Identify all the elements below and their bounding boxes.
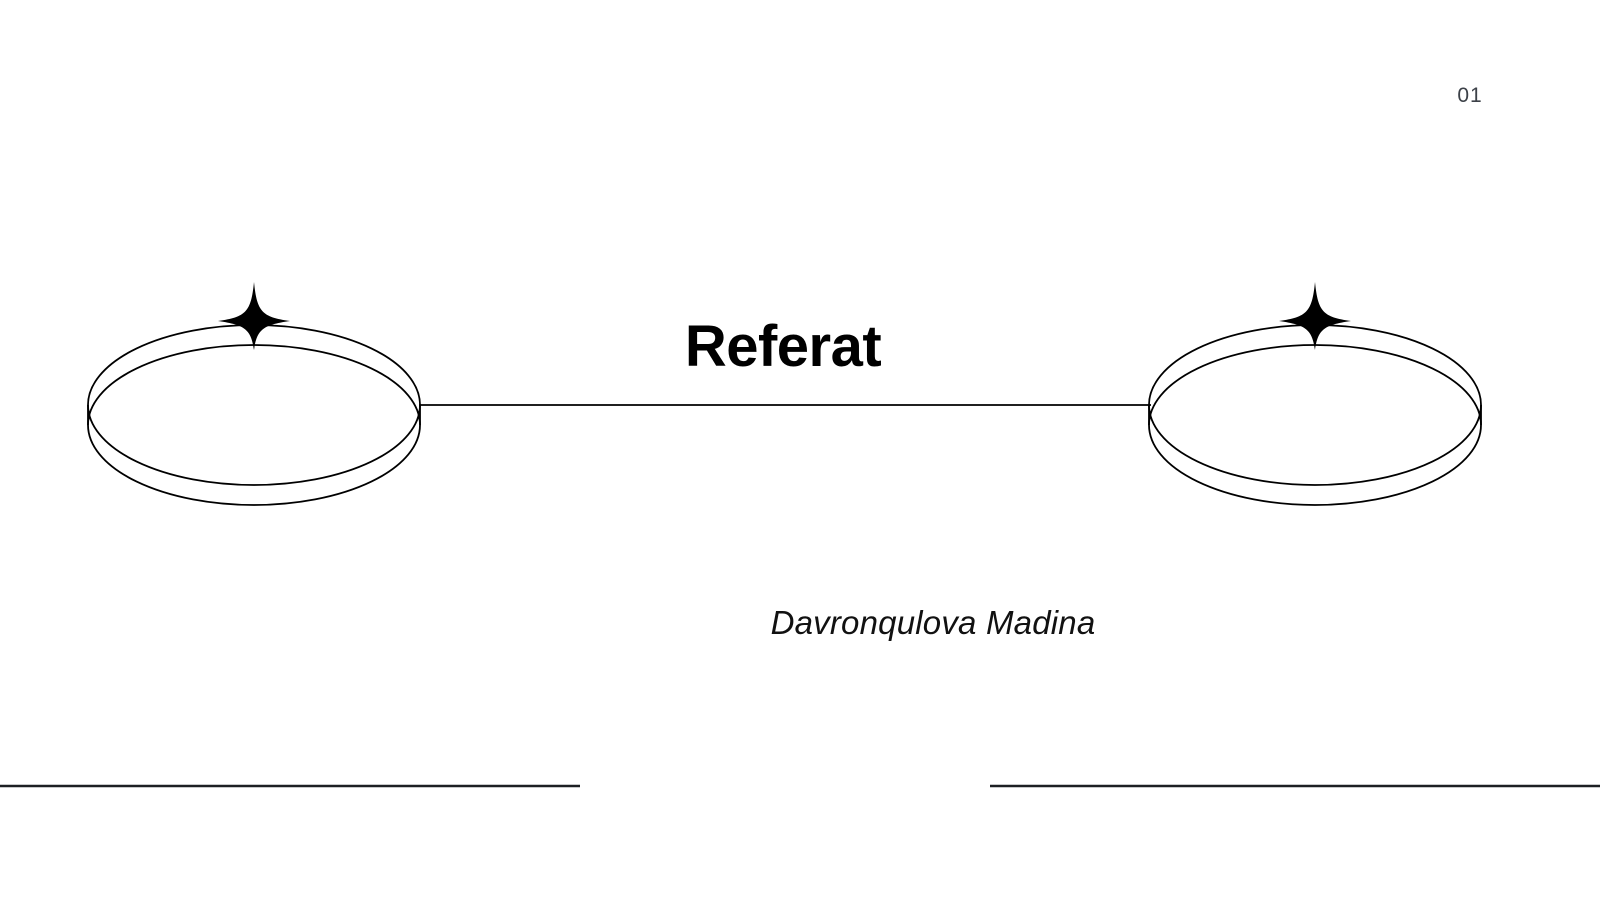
orbit-ring-right-lower-ellipse	[1148, 344, 1482, 506]
sparkle-icon-left	[218, 282, 290, 350]
author-name: Davronqulova Madina	[770, 604, 1096, 641]
orbit-ring-left-lower-ellipse	[87, 344, 421, 506]
orbit-ring-left-upper-ellipse	[87, 324, 421, 486]
orbit-ring-left-group	[87, 324, 421, 506]
sparkle-icon-right	[1279, 282, 1351, 350]
page-title: Referat	[684, 313, 882, 379]
orbit-ring-right-group	[1148, 324, 1482, 506]
page-number: 01	[1457, 84, 1483, 107]
orbit-ring-right-upper-ellipse	[1148, 324, 1482, 486]
